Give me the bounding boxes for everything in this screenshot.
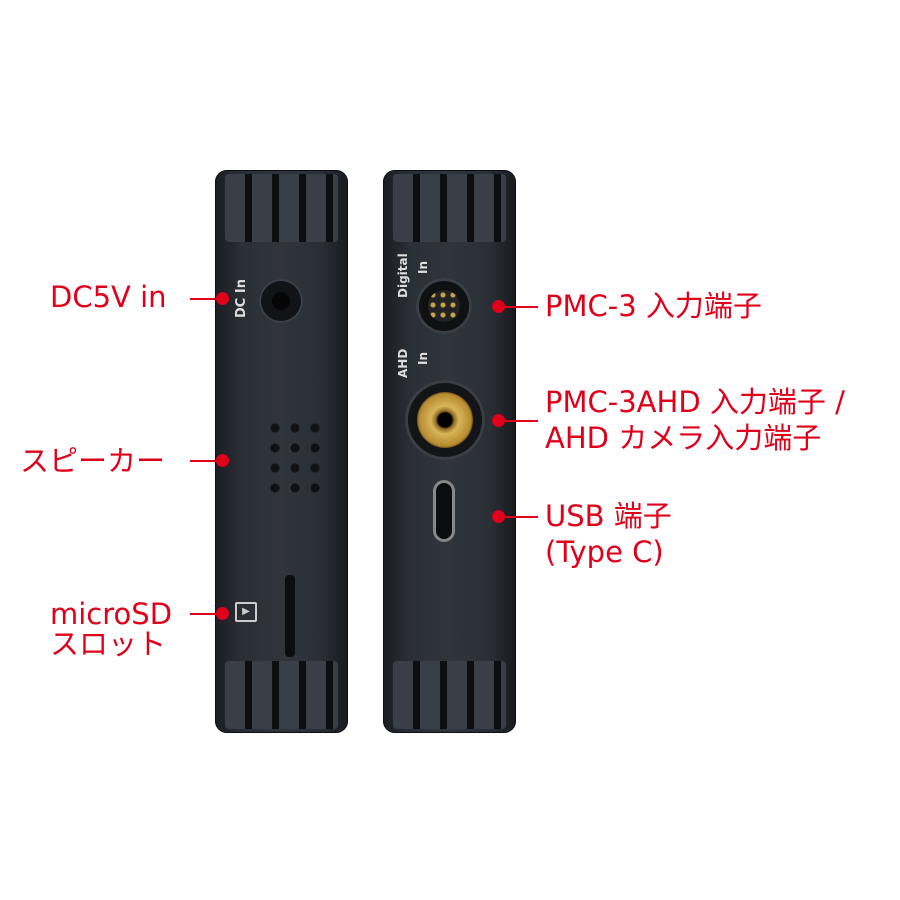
marker-dot xyxy=(492,300,505,313)
vent-ribs xyxy=(225,174,338,242)
callout-usb-2: (Type C) xyxy=(545,535,664,569)
vent-ribs xyxy=(225,661,338,729)
ahd-in-print-2: In xyxy=(416,351,430,365)
digital-in-print: Digital xyxy=(396,253,410,298)
dc-in-print: DC In xyxy=(234,279,249,318)
callout-pmc3ahd: PMC-3AHD 入力端子 / xyxy=(545,385,845,419)
marker-dot xyxy=(216,607,229,620)
vent-ribs xyxy=(393,661,506,729)
callout-pmc3: PMC-3 入力端子 xyxy=(545,289,762,323)
right-device-side: Digital In AHD In xyxy=(383,170,516,733)
pmc3-connector xyxy=(416,278,472,334)
callout-usb: USB 端子 xyxy=(545,499,672,533)
callout-pmc3ahd-2: AHD カメラ入力端子 xyxy=(545,421,822,455)
ahd-rca-jack xyxy=(405,380,485,460)
digital-in-print-2: In xyxy=(416,260,430,274)
callout-microsd: microSD xyxy=(50,597,173,631)
marker-dot xyxy=(492,414,505,427)
callout-speaker: スピーカー xyxy=(20,444,166,478)
ahd-in-print: AHD xyxy=(396,348,410,378)
callout-dc5v: DC5V in xyxy=(50,280,167,314)
left-device-side: DC In ▶ xyxy=(215,170,348,733)
usb-c-port xyxy=(433,480,455,542)
sd-card-icon: ▶ xyxy=(235,602,257,622)
dc-jack xyxy=(259,279,303,323)
marker-dot xyxy=(216,292,229,305)
microsd-slot xyxy=(285,575,295,657)
speaker-grille xyxy=(265,418,325,498)
marker-dot xyxy=(216,454,229,467)
marker-dot xyxy=(492,510,505,523)
vent-ribs xyxy=(393,174,506,242)
callout-microsd-2: スロット xyxy=(50,627,167,661)
